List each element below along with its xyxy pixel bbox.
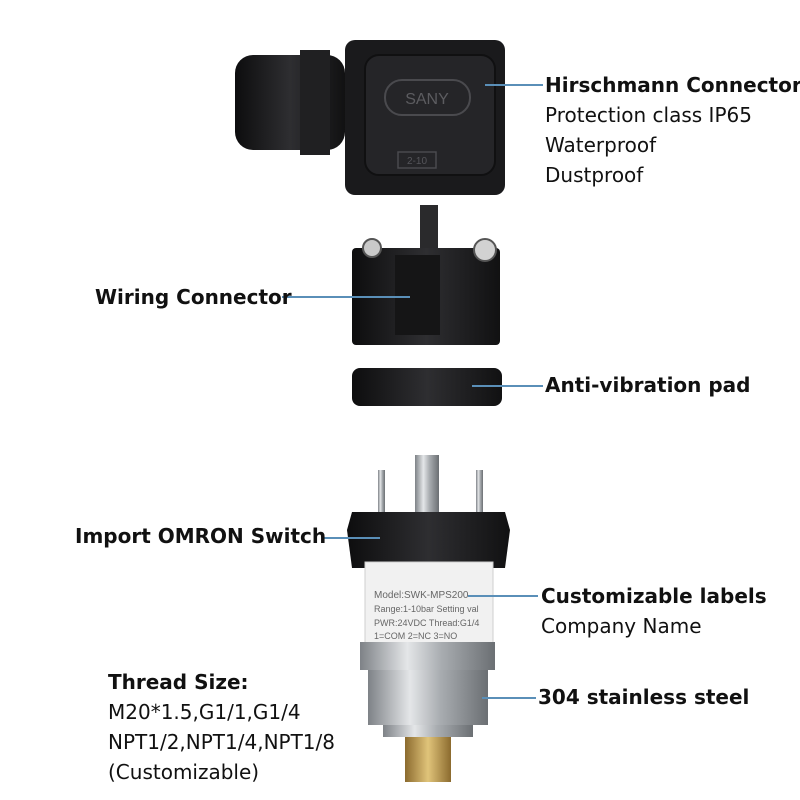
connector-logo: SANY	[405, 91, 449, 108]
wiring-connector-label: Wiring Connector	[95, 282, 292, 312]
device-label-power: PWR:24VDC Thread:G1/4	[374, 618, 479, 628]
device-label-range: Range:1-10bar Setting val	[374, 604, 479, 614]
hirschmann-line-2: Waterproof	[545, 133, 657, 157]
thread-title: Thread Size:	[108, 670, 249, 694]
stainless-steel-label: 304 stainless steel	[538, 682, 749, 712]
leader-line-switch	[322, 537, 380, 539]
hirschmann-connector-image: SANY 2-10	[235, 40, 505, 195]
hirschmann-connector-label: Hirschmann Connector Protection class IP…	[545, 70, 800, 190]
leader-line-steel	[482, 697, 536, 699]
leader-line-pad	[472, 385, 543, 387]
thread-line-1: M20*1.5,G1/1,G1/4	[108, 700, 301, 724]
connector-mark: 2-10	[407, 156, 427, 167]
device-label-pins: 1=COM 2=NC 3=NO	[374, 631, 457, 641]
anti-vibration-pad-label: Anti-vibration pad	[545, 370, 751, 400]
thread-line-2: NPT1/2,NPT1/4,NPT1/8	[108, 730, 335, 754]
wiring-title: Wiring Connector	[95, 285, 292, 309]
wiring-connector-image	[352, 205, 500, 345]
pad-title: Anti-vibration pad	[545, 373, 751, 397]
omron-switch-label: Import OMRON Switch	[75, 521, 326, 551]
hirschmann-line-1: Protection class IP65	[545, 103, 752, 127]
leader-line-labels	[468, 595, 538, 597]
hirschmann-line-3: Dustproof	[545, 163, 644, 187]
customizable-labels-label: Customizable labels Company Name	[541, 581, 767, 641]
leader-line-wiring	[282, 296, 410, 298]
custom-labels-title: Customizable labels	[541, 584, 767, 608]
thread-size-label: Thread Size: M20*1.5,G1/1,G1/4 NPT1/2,NP…	[108, 667, 335, 787]
hirschmann-title: Hirschmann Connector	[545, 73, 800, 97]
switch-title: Import OMRON Switch	[75, 524, 327, 548]
steel-title: 304 stainless steel	[538, 685, 750, 709]
anti-vibration-pad-image	[352, 368, 502, 406]
device-label-model: Model:SWK-MPS200	[374, 590, 469, 601]
custom-labels-line-1: Company Name	[541, 614, 702, 638]
pressure-switch-image: Model:SWK-MPS200 Range:1-10bar Setting v…	[347, 455, 510, 782]
leader-line-hirschmann	[485, 84, 543, 86]
thread-line-3: (Customizable)	[108, 760, 260, 784]
